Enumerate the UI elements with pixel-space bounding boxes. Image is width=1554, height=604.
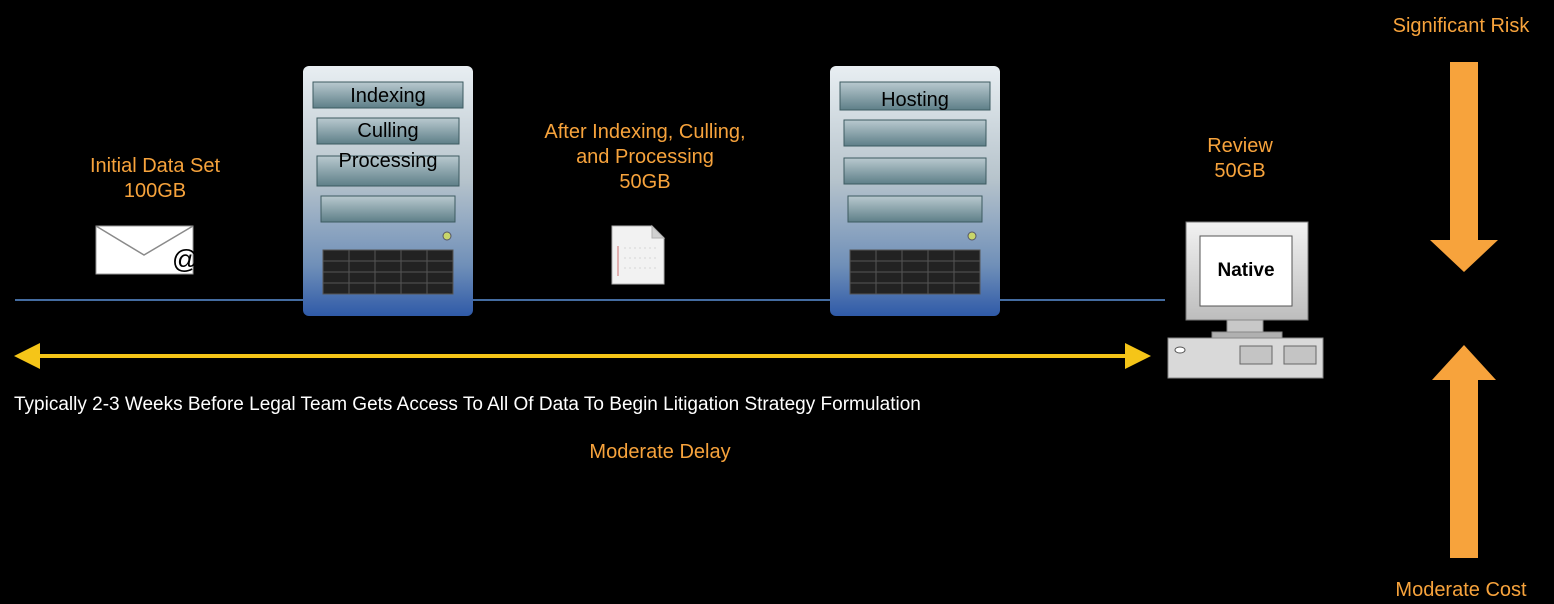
server-tower-1	[303, 66, 473, 316]
significant-risk-label: Significant Risk	[1392, 15, 1530, 37]
document-icon	[611, 224, 666, 285]
initial-data-label: Initial Data Set 100GB	[89, 155, 221, 202]
risk-down-arrow	[1430, 62, 1498, 272]
native-screen-label: Native	[1217, 260, 1275, 281]
email-at-icon: @	[95, 225, 198, 275]
server1-slot-indexing: Indexing	[350, 85, 426, 107]
moderate-cost-label: Moderate Cost	[1395, 579, 1527, 601]
computer-workstation	[1167, 221, 1324, 379]
server1-slot-culling: Culling	[357, 120, 419, 142]
cost-up-arrow	[1432, 345, 1496, 558]
after-processing-label: After Indexing, Culling, and Processing …	[544, 121, 746, 193]
timeline-double-arrow	[14, 343, 1151, 369]
review-label: Review 50GB	[1207, 135, 1273, 182]
moderate-delay-label: Moderate Delay	[589, 441, 731, 463]
server2-slot-hosting: Hosting	[881, 89, 949, 111]
server-tower-2	[830, 66, 1000, 316]
svg-text:@: @	[172, 244, 198, 274]
server1-slot-processing: Processing	[338, 150, 438, 172]
timeline-caption: Typically 2-3 Weeks Before Legal Team Ge…	[14, 394, 921, 415]
